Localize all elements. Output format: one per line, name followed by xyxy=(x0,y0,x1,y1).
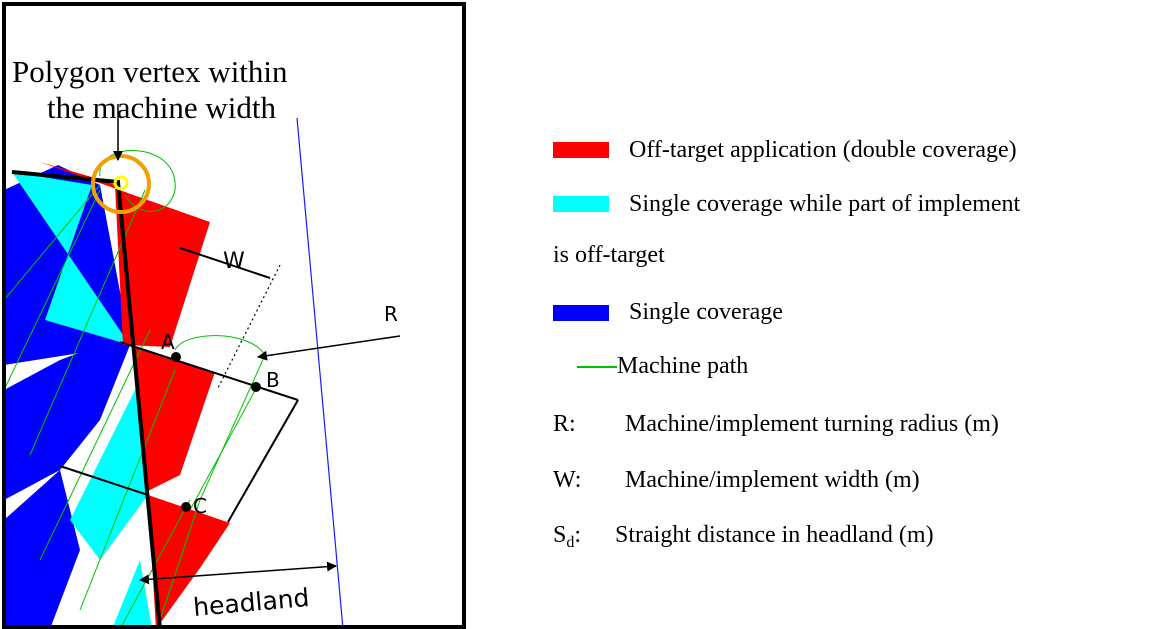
single-coverage-region xyxy=(4,470,80,629)
headland-boundary-line xyxy=(296,117,344,629)
partial-coverage-region xyxy=(70,380,148,560)
legend-machine-path-line xyxy=(577,366,617,368)
field-boundary xyxy=(11,170,162,629)
legend-r-key: R: xyxy=(553,411,576,437)
label-b: B xyxy=(266,368,280,392)
legend-w-desc: Machine/implement width (m) xyxy=(625,467,920,493)
vertex-label-line2: the machine width xyxy=(47,90,276,125)
single-coverage-region xyxy=(4,345,130,500)
legend-w-key: W: xyxy=(553,467,582,493)
point-a xyxy=(171,352,181,362)
label-a: A xyxy=(161,330,175,354)
off-target-region xyxy=(132,345,215,492)
legend-single: Single coverage xyxy=(629,299,783,325)
partial-coverage-region xyxy=(12,172,130,345)
label-c: C xyxy=(193,494,207,518)
legend-partial-line2: is off-target xyxy=(553,242,665,268)
pass-lines xyxy=(59,247,299,523)
coverage-area xyxy=(4,104,401,629)
legend-sd-desc: Straight distance in headland (m) xyxy=(615,522,934,548)
point-c xyxy=(181,502,191,512)
point-b xyxy=(251,382,261,392)
partial-coverage-region xyxy=(112,560,152,629)
vertex-marker xyxy=(113,175,129,191)
legend-swatch-single xyxy=(553,305,609,321)
legend: Off-target application (double coverage)… xyxy=(548,0,1163,629)
legend-partial-line1: Single coverage while part of implement xyxy=(629,191,1021,217)
label-w: W xyxy=(223,249,245,274)
label-r: R xyxy=(384,302,398,326)
legend-sd-key: Sd: xyxy=(553,522,582,551)
legend-off-target: Off-target application (double coverage) xyxy=(629,137,1017,163)
legend-machine-path: Machine path xyxy=(617,353,749,379)
legend-r-desc: Machine/implement turning radius (m) xyxy=(625,411,999,437)
vertex-label-line1: Polygon vertex within xyxy=(12,54,288,89)
legend-swatch-partial xyxy=(553,196,609,212)
legend-swatch-off-target xyxy=(553,142,609,158)
diagram-frame xyxy=(2,2,466,629)
label-headland: headland xyxy=(192,583,310,622)
